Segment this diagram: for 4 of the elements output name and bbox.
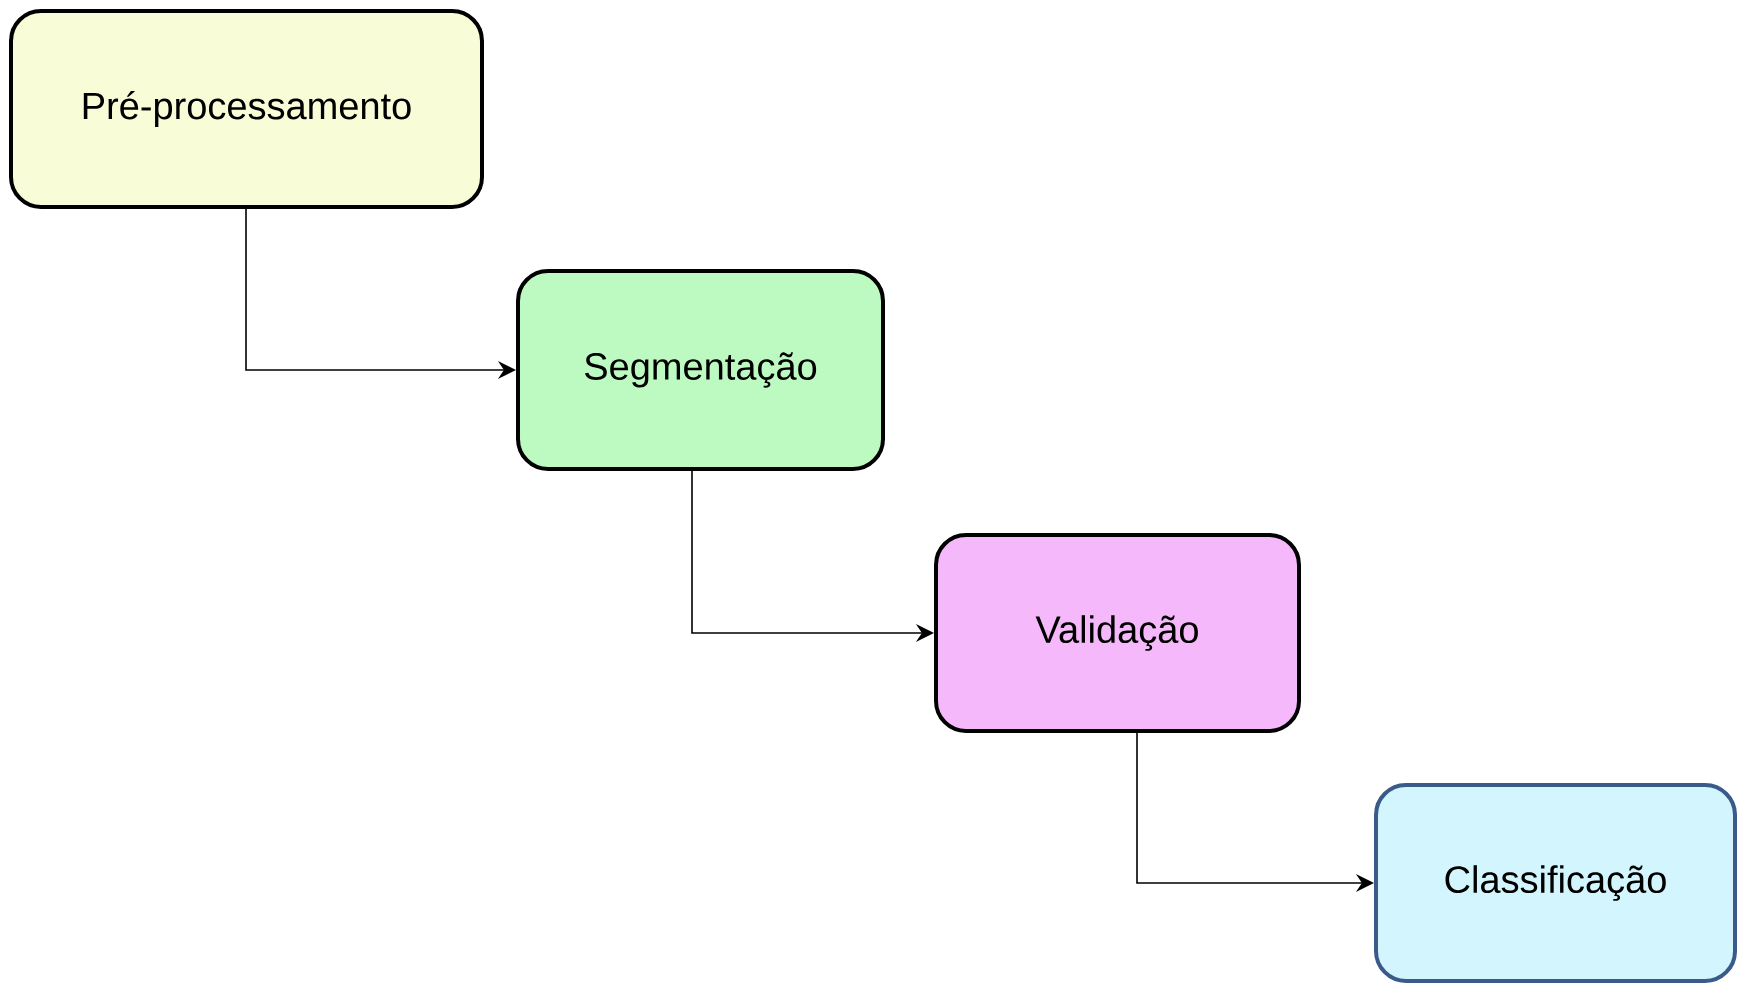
process-box: Validação xyxy=(934,533,1301,733)
process-box: Segmentação xyxy=(516,269,885,471)
process-box: Pré-processamento xyxy=(9,9,484,209)
process-box: Classificação xyxy=(1374,783,1737,983)
